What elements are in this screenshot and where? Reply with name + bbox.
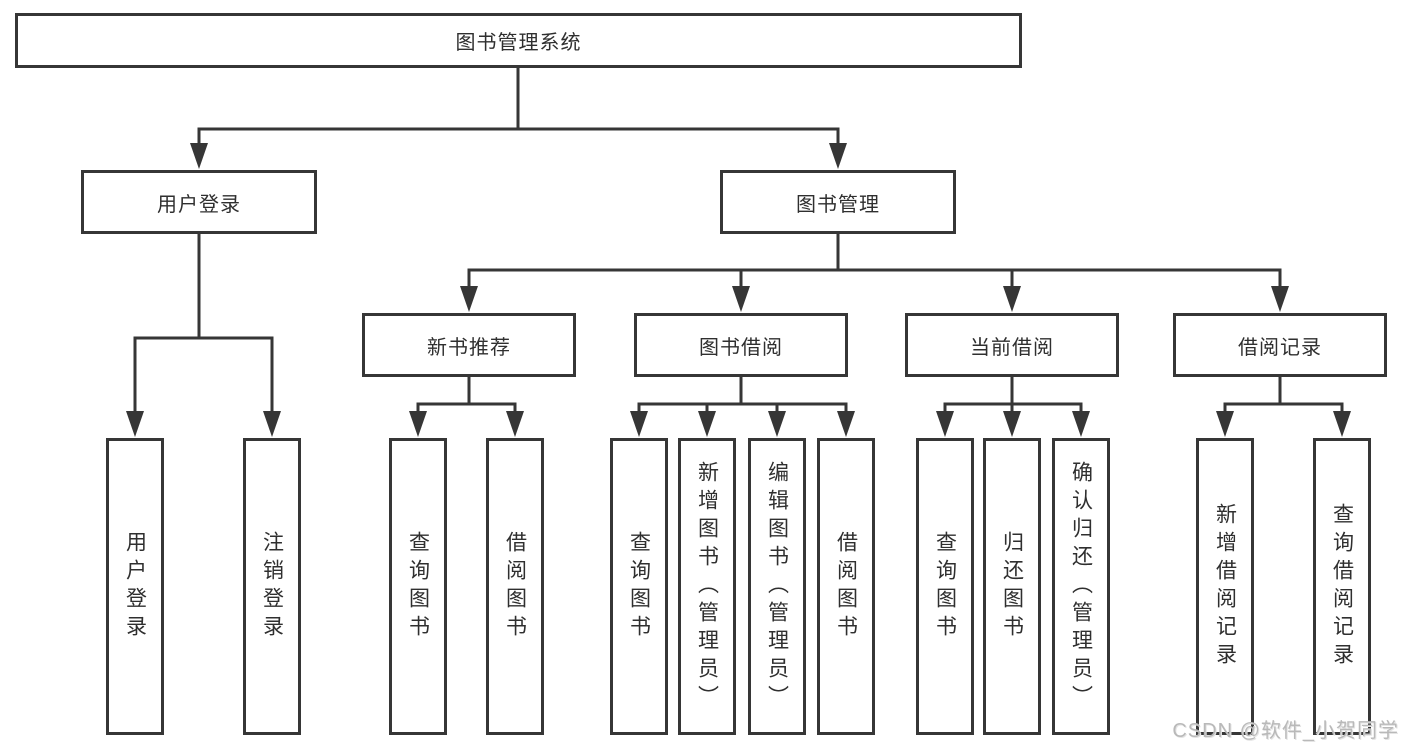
leaf-label: 新增借阅记录 (1213, 502, 1237, 671)
leaf-query-books-borrowing: 查询图书 (610, 438, 668, 735)
leaf-confirm-return-admin: 确认归还（管理员） (1052, 438, 1110, 735)
node-book-borrowing: 图书借阅 (634, 313, 848, 377)
leaf-label: 用户登录 (123, 530, 147, 643)
arrow-down-icon (1333, 411, 1351, 437)
leaf-query-books-recommend: 查询图书 (389, 438, 447, 735)
leaf-query-books-current: 查询图书 (916, 438, 974, 735)
leaf-label: 归还图书 (1000, 530, 1024, 643)
node-borrowing-records: 借阅记录 (1173, 313, 1387, 377)
leaf-label: 注销登录 (260, 530, 284, 643)
leaf-label: 查询图书 (933, 530, 957, 643)
arrow-down-icon (768, 411, 786, 437)
leaf-label: 确认归还（管理员） (1069, 460, 1093, 713)
arrow-down-icon (630, 411, 648, 437)
arrow-down-icon (1003, 286, 1021, 312)
arrow-down-icon (409, 411, 427, 437)
arrow-down-icon (1003, 411, 1021, 437)
leaf-user-login: 用户登录 (106, 438, 164, 735)
arrow-down-icon (829, 143, 847, 169)
leaf-borrow-books-recommend: 借阅图书 (486, 438, 544, 735)
leaf-label: 查询借阅记录 (1330, 502, 1354, 671)
leaf-label: 查询图书 (627, 530, 651, 643)
leaf-logout: 注销登录 (243, 438, 301, 735)
leaf-borrow-books: 借阅图书 (817, 438, 875, 735)
leaf-label: 编辑图书（管理员） (765, 460, 789, 713)
leaf-label: 查询图书 (406, 530, 430, 643)
arrow-down-icon (837, 411, 855, 437)
arrow-down-icon (263, 411, 281, 437)
leaf-label: 借阅图书 (503, 530, 527, 643)
arrow-down-icon (126, 411, 144, 437)
leaf-return-books: 归还图书 (983, 438, 1041, 735)
node-new-book-recommendation: 新书推荐 (362, 313, 576, 377)
arrow-down-icon (1216, 411, 1234, 437)
csdn-watermark: CSDN @软件_小贺同学 (1172, 720, 1399, 742)
arrow-down-icon (936, 411, 954, 437)
node-book-management: 图书管理 (720, 170, 956, 234)
arrow-down-icon (1072, 411, 1090, 437)
arrow-down-icon (190, 143, 208, 169)
leaf-label: 借阅图书 (834, 530, 858, 643)
arrow-down-icon (732, 286, 750, 312)
node-current-borrowing: 当前借阅 (905, 313, 1119, 377)
arrow-down-icon (698, 411, 716, 437)
leaf-add-books-admin: 新增图书（管理员） (678, 438, 736, 735)
arrow-down-icon (506, 411, 524, 437)
leaf-query-borrow-record: 查询借阅记录 (1313, 438, 1371, 735)
leaf-label: 新增图书（管理员） (695, 460, 719, 713)
arrow-down-icon (1271, 286, 1289, 312)
node-user-login: 用户登录 (81, 170, 317, 234)
leaf-add-borrow-record: 新增借阅记录 (1196, 438, 1254, 735)
leaf-edit-books-admin: 编辑图书（管理员） (748, 438, 806, 735)
node-library-management-system: 图书管理系统 (15, 13, 1022, 68)
arrow-down-icon (460, 286, 478, 312)
